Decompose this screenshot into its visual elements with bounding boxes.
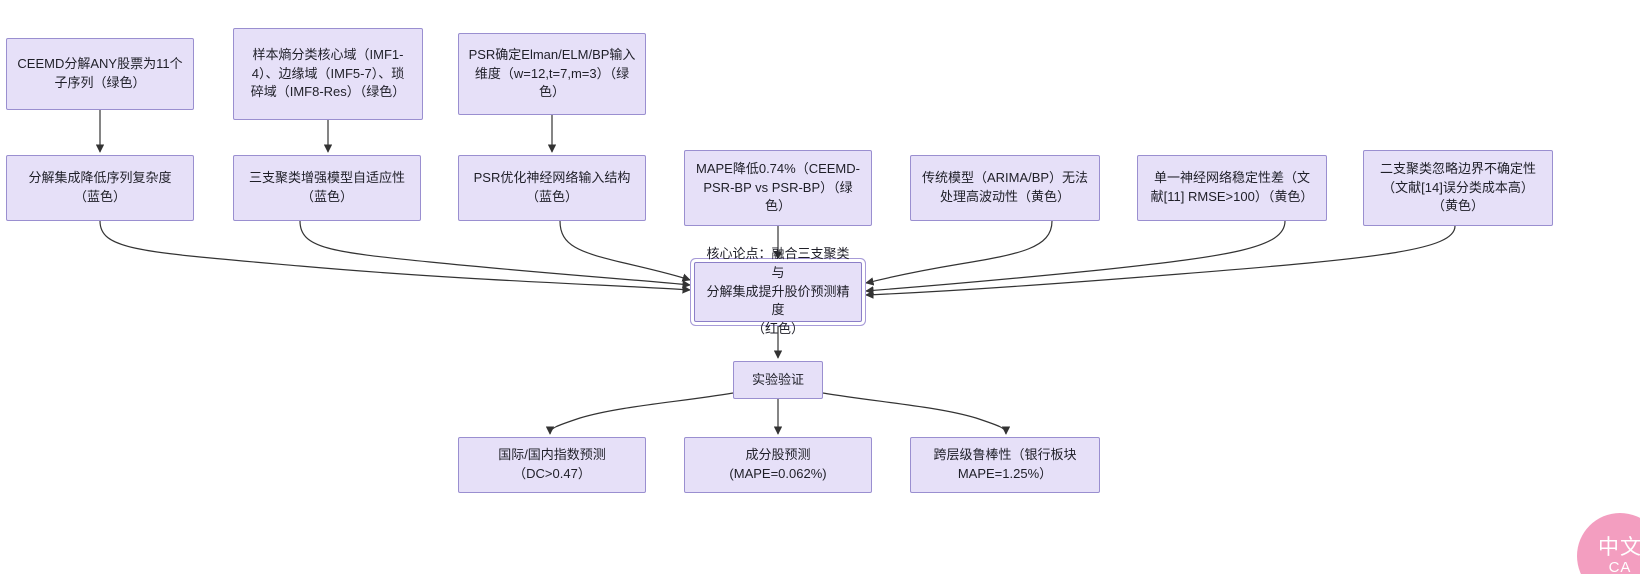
node-constituent-stock-result[interactable]: 成分股预测 (MAPE=0.062%)	[684, 437, 872, 493]
node-sample-entropy-classification[interactable]: 样本熵分类核心域（IMF1- 4）、边缘域（IMF5-7）、琐 碎域（IMF8-…	[233, 28, 423, 120]
node-label: MAPE降低0.74%（CEEMD- PSR-BP vs PSR-BP）（绿 色…	[696, 160, 860, 214]
node-mape-reduction-evidence[interactable]: MAPE降低0.74%（CEEMD- PSR-BP vs PSR-BP）（绿 色…	[684, 150, 872, 226]
node-psr-input-dimension[interactable]: PSR确定Elman/ELM/BP输入 维度（w=12,t=7,m=3）（绿 色…	[458, 33, 646, 115]
edge-n6-n11	[559, 220, 691, 282]
node-label: PSR确定Elman/ELM/BP输入 维度（w=12,t=7,m=3）（绿 色…	[468, 46, 636, 100]
node-label: 三支聚类增强模型自适应性 （蓝色）	[248, 170, 405, 204]
edge-n5-n11	[299, 220, 691, 289]
node-three-way-clustering-adaptivity[interactable]: 三支聚类增强模型自适应性 （蓝色）	[233, 155, 421, 221]
edge-n9-n11	[865, 220, 1286, 295]
node-decomposition-reduces-complexity[interactable]: 分解集成降低序列复杂度 （蓝色）	[6, 155, 194, 221]
node-label: 样本熵分类核心域（IMF1- 4）、边缘域（IMF5-7）、琐 碎域（IMF8-…	[250, 46, 406, 100]
node-label: 传统模型（ARIMA/BP）无法 处理高波动性（黄色）	[921, 170, 1089, 204]
node-experimental-validation[interactable]: 实验验证	[733, 361, 823, 399]
edge-n8-n11	[865, 220, 1053, 286]
edge-n4-n11	[99, 220, 691, 294]
node-two-way-clustering-boundary[interactable]: 二支聚类忽略边界不确定性 （文献[14]误分类成本高） （黄色）	[1363, 150, 1553, 226]
node-label: 实验验证	[751, 371, 804, 387]
edge-n10-n11	[865, 225, 1456, 299]
node-label: 核心论点：融合三支聚类与 分解集成提升股价预测精度 （红色）	[706, 245, 850, 337]
node-single-network-instability[interactable]: 单一神经网络稳定性差（文 献[11] RMSE>100）（黄色）	[1137, 155, 1327, 221]
node-label: 跨层级鲁棒性（银行板块 MAPE=1.25%）	[933, 447, 1077, 481]
node-psr-optimizes-network-input[interactable]: PSR优化神经网络输入结构 （蓝色）	[458, 155, 646, 221]
node-label: 二支聚类忽略边界不确定性 （文献[14]误分类成本高） （黄色）	[1379, 160, 1536, 214]
node-label: 单一神经网络稳定性差（文 献[11] RMSE>100）（黄色）	[1150, 170, 1314, 204]
node-label: 国际/国内指数预测 （DC>0.47）	[498, 447, 606, 481]
watermark-text: 中文	[1598, 536, 1640, 559]
watermark-subtext: CA	[1608, 559, 1632, 574]
node-label: PSR优化神经网络输入结构 （蓝色）	[473, 170, 631, 204]
node-traditional-model-limitation[interactable]: 传统模型（ARIMA/BP）无法 处理高波动性（黄色）	[910, 155, 1100, 221]
node-cross-level-robustness-result[interactable]: 跨层级鲁棒性（银行板块 MAPE=1.25%）	[910, 437, 1100, 493]
edge-n12-n13	[545, 392, 734, 435]
edge-n12-n15	[822, 392, 1011, 435]
node-label: 成分股预测 (MAPE=0.062%)	[729, 447, 827, 481]
node-index-prediction-result[interactable]: 国际/国内指数预测 （DC>0.47）	[458, 437, 646, 493]
node-core-claim[interactable]: 核心论点：融合三支聚类与 分解集成提升股价预测精度 （红色）	[694, 246, 862, 336]
node-label: CEEMD分解ANY股票为11个 子序列（绿色）	[17, 56, 183, 90]
node-label: 分解集成降低序列复杂度 （蓝色）	[28, 170, 172, 204]
node-ceemd-decomposition[interactable]: CEEMD分解ANY股票为11个 子序列（绿色）	[6, 38, 194, 110]
watermark-badge: 中文 CA	[1577, 513, 1640, 574]
